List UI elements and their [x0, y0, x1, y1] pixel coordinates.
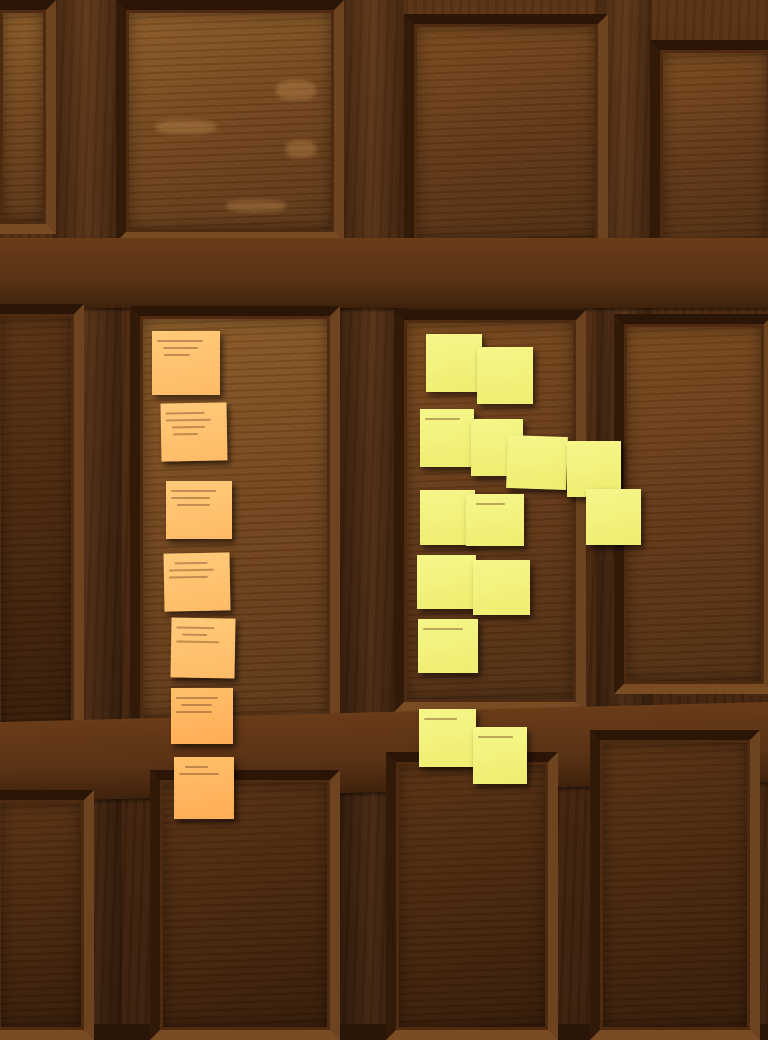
wood-panel [590, 730, 760, 1040]
worn-patch [156, 120, 216, 134]
wood-panel [386, 752, 558, 1040]
wood-panel [404, 14, 608, 252]
worn-patch [276, 80, 316, 100]
sticky-note [166, 481, 232, 539]
sticky-note [506, 434, 568, 491]
wood-panel [0, 304, 84, 744]
sticky-note [586, 489, 641, 545]
sticky-note [567, 441, 621, 497]
sticky-note [163, 552, 231, 612]
sticky-note [419, 709, 476, 767]
worn-patch [226, 200, 286, 212]
sticky-note [473, 727, 527, 784]
worn-patch [286, 140, 316, 158]
wood-rail [0, 238, 768, 308]
sticky-note [420, 409, 474, 467]
sticky-note [174, 757, 234, 819]
sticky-note [418, 619, 478, 673]
sticky-note [152, 331, 220, 395]
sticky-note [160, 402, 228, 462]
sticky-note [426, 334, 482, 392]
sticky-note [170, 617, 236, 679]
wood-panel [0, 0, 56, 234]
sticky-note [473, 560, 530, 615]
sticky-note [420, 490, 475, 545]
sticky-note [477, 347, 533, 404]
sticky-note [171, 688, 233, 744]
sticky-note [417, 555, 476, 609]
wood-panel [650, 40, 768, 258]
wood-panel [0, 790, 94, 1040]
wood-panel [116, 0, 344, 242]
sticky-note [466, 494, 524, 546]
